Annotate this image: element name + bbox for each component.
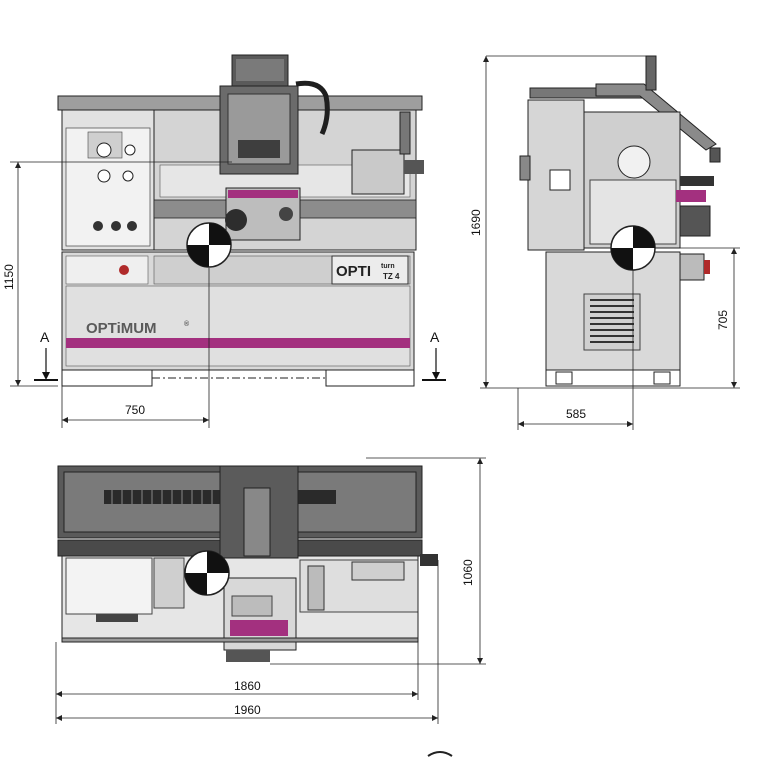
dim-front-height: 1150 [2,264,16,290]
partial-symbol-fragment [427,751,453,757]
dim-top-width-body: 1860 [234,679,261,693]
brand-logo-text: OPTiMUM [86,320,157,337]
side-dimensions [480,55,740,430]
side-view [519,55,721,387]
model-turn: turn [381,263,395,270]
front-center-of-gravity-icon [186,222,232,268]
dim-top-depth: 1060 [461,559,475,586]
dim-front-center-width: 750 [125,403,145,417]
dim-side-center-depth: 585 [566,407,586,421]
dim-top-width-total: 1960 [234,703,261,717]
front-view: OPTI turn TZ 4 OPTiMUM ® A A [34,54,446,387]
front-coolant-hose [295,80,330,136]
front-model-plate [331,255,409,285]
section-marker-right: A [430,329,440,345]
dim-side-height-total: 1690 [469,209,483,236]
brand-registered-mark: ® [184,320,190,328]
front-dimensions [10,161,232,428]
section-marker-left: A [40,329,50,345]
top-center-of-gravity-icon [184,550,230,596]
model-word: OPTI [336,263,371,280]
side-center-of-gravity-icon [610,225,656,271]
model-code: TZ 4 [383,272,400,281]
dim-side-center-height: 705 [716,310,730,330]
top-apron-accent [230,620,288,636]
top-view [57,465,438,662]
top-dimensions [55,457,486,724]
front-tailstock [351,149,405,195]
front-accent-stripe [66,338,410,348]
side-toolpost-accent [676,190,706,202]
